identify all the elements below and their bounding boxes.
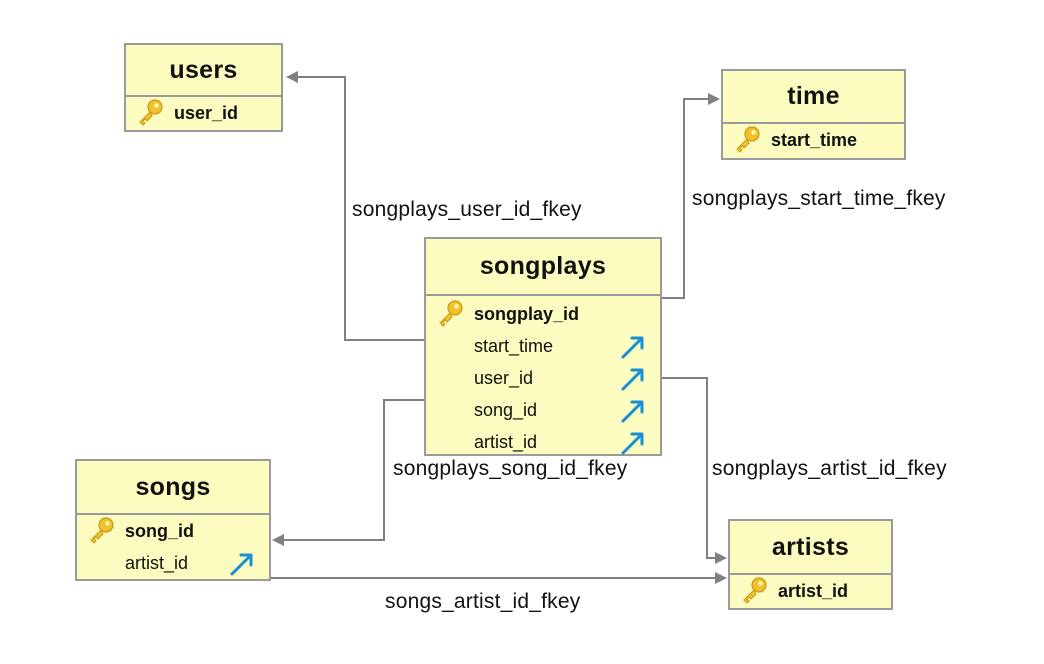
relationship-label-artist: songplays_artist_id_fkey	[712, 457, 947, 480]
table-songplays[interactable]: songplays songplay_id start_time user_id	[424, 237, 662, 456]
column-name: user_id	[474, 367, 534, 388]
table-time[interactable]: time start_time	[721, 69, 906, 160]
fk-arrow-icon	[620, 366, 646, 392]
column-row[interactable]: song_id	[77, 515, 269, 547]
column-row[interactable]: user_id	[126, 97, 281, 129]
column-name: artist_id	[778, 580, 849, 601]
relationship-label-songs-artist: songs_artist_id_fkey	[385, 590, 581, 613]
column-row[interactable]: song_id	[426, 394, 660, 426]
fk-arrow-icon	[229, 551, 255, 577]
column-row[interactable]: artist_id	[426, 426, 660, 458]
table-time-title: time	[723, 71, 904, 124]
key-icon	[77, 515, 125, 547]
relationship-label-time: songplays_start_time_fkey	[692, 187, 946, 210]
relationship-label-song: songplays_song_id_fkey	[393, 457, 628, 480]
connector-songplays-artists	[661, 377, 727, 564]
column-name: song_id	[474, 399, 538, 420]
fk-arrow-icon	[620, 398, 646, 424]
column-row[interactable]: artist_id	[77, 547, 269, 579]
table-songs-title: songs	[77, 461, 269, 515]
table-artists-title: artists	[730, 521, 891, 575]
column-name: artist_id	[474, 431, 538, 452]
column-name: start_time	[474, 335, 554, 356]
key-icon	[126, 97, 174, 129]
table-songplays-title: songplays	[426, 239, 660, 296]
table-artists[interactable]: artists artist_id	[728, 519, 893, 610]
connector-songplays-songs	[272, 399, 425, 546]
fk-arrow-icon	[620, 430, 646, 456]
column-name: start_time	[771, 129, 858, 150]
connector-songplays-time	[661, 93, 720, 299]
column-name: songplay_id	[474, 303, 580, 324]
column-row[interactable]: start_time	[426, 330, 660, 362]
column-name: song_id	[125, 520, 195, 541]
column-row[interactable]: start_time	[723, 124, 904, 156]
table-users[interactable]: users user_id	[124, 43, 283, 132]
table-songs[interactable]: songs song_id artist_id	[75, 459, 271, 581]
column-name: user_id	[174, 102, 239, 123]
column-row[interactable]: user_id	[426, 362, 660, 394]
key-icon	[730, 575, 778, 607]
column-name: artist_id	[125, 552, 189, 573]
connector-songplays-users	[286, 71, 425, 341]
column-row[interactable]: songplay_id	[426, 298, 660, 330]
table-users-title: users	[126, 45, 281, 97]
fk-arrow-icon	[620, 334, 646, 360]
key-icon	[426, 298, 474, 330]
key-icon	[723, 124, 771, 156]
relationship-label-user: songplays_user_id_fkey	[352, 198, 582, 221]
column-row[interactable]: artist_id	[730, 575, 891, 607]
